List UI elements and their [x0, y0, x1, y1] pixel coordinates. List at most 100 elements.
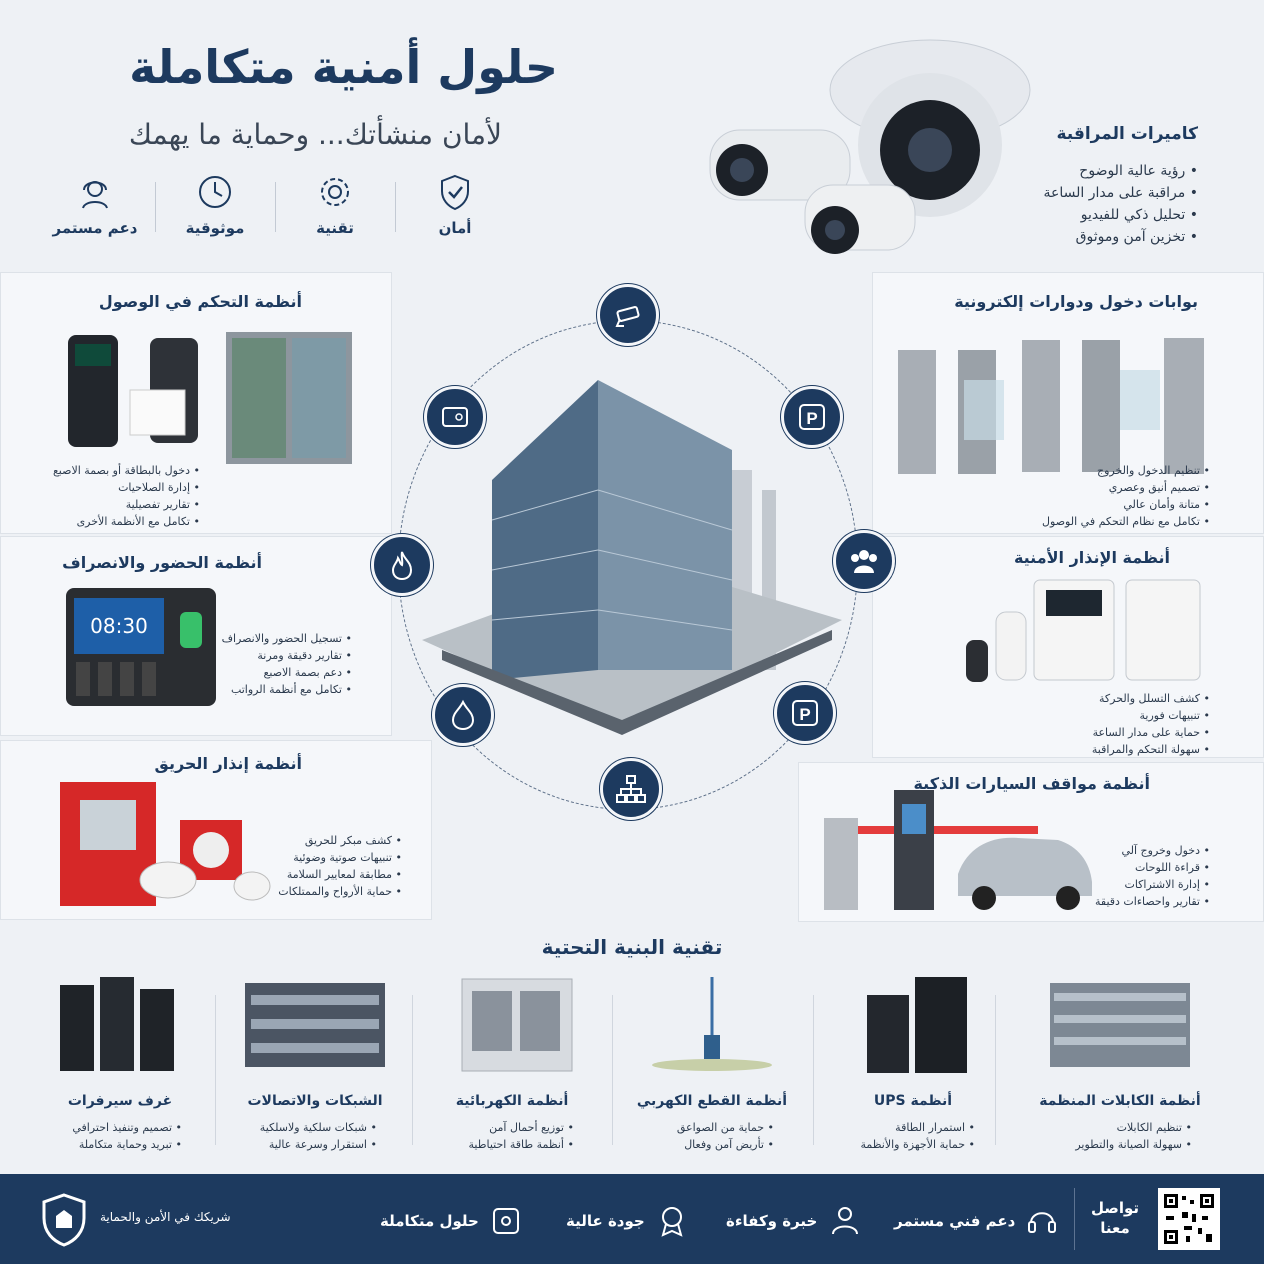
attendance-title: أنظمة الحضور والانصراف — [62, 553, 262, 572]
divider — [215, 995, 216, 1145]
list-item: توزيع أحمال آمن — [422, 1119, 574, 1136]
list-item: تقارير تفصيلية — [10, 496, 200, 513]
infra-card-label: أنظمة الكهربائية — [455, 1093, 569, 1109]
access-control-list: دخول بالبطاقة أو بصمة الاصبع إدارة الصلا… — [10, 462, 200, 530]
cameras-list: رؤية عالية الوضوح مراقبة على مدار الساعة… — [998, 160, 1198, 248]
infra-card-structured-cabling: أنظمة الكابلات المنظمة تنظيم الكابلات سه… — [1020, 975, 1220, 1155]
attendance-screen: 08:30 — [74, 598, 164, 654]
list-item: تصميم وتنفيذ احترافي — [30, 1119, 182, 1136]
footer-support: دعم فني مستمر — [894, 1204, 1059, 1238]
list-item: سهولة التحكم والمراقبة — [1040, 741, 1210, 758]
node-network[interactable] — [600, 758, 662, 820]
headset-icon — [1028, 1212, 1057, 1233]
infra-card-list: استمرار الطاقة حماية الأجهزة والأنظمة — [823, 1119, 1003, 1153]
cctv-icon — [615, 306, 640, 327]
contact-us[interactable]: تواصل معنا — [1090, 1199, 1140, 1237]
node-people[interactable] — [833, 530, 895, 592]
lightning-rod-illustration — [652, 977, 772, 1071]
list-item: دعم بصمة الاصبع — [212, 664, 352, 681]
infra-card-electrical: أنظمة الكهربائية توزيع أحمال آمن أنظمة ط… — [422, 975, 602, 1155]
list-item: تنظيم الدخول والخروج — [990, 462, 1210, 479]
list-item: تبريد وحماية متكاملة — [30, 1136, 182, 1153]
page-title: حلول أمنية متكاملة — [129, 40, 558, 94]
fingerprint-sensor — [180, 612, 202, 648]
building-illustration — [422, 380, 842, 735]
fire-alarm-title: أنظمة إنذار الحريق — [154, 754, 302, 773]
list-item: تسجيل الحضور والانصراف — [212, 630, 352, 647]
list-item: أنظمة طاقة احتياطية — [422, 1136, 574, 1153]
attendance-device: 08:30 — [66, 588, 216, 706]
qr-code[interactable] — [1158, 1188, 1220, 1250]
network-icon — [616, 775, 646, 803]
infra-card-list: توزيع أحمال آمن أنظمة طاقة احتياطية — [422, 1119, 602, 1153]
medal-icon — [661, 1207, 683, 1237]
footer-tagline: شريكك في الأمن والحماية — [100, 1210, 231, 1224]
list-item: مطابقة لمعايير السلامة — [252, 866, 402, 883]
people-group-icon — [851, 550, 877, 573]
list-item: مراقبة على مدار الساعة — [998, 182, 1198, 204]
list-item: شبكات سلكية ولاسلكية — [225, 1119, 377, 1136]
list-item: حماية على مدار الساعة — [1040, 724, 1210, 741]
page-subtitle: لأمان منشأتك... وحماية ما يهمك — [128, 118, 502, 151]
infra-card-label: غرف سيرفرات — [67, 1093, 173, 1109]
svg-text:P: P — [806, 409, 817, 428]
footer-experience: خبرة وكفاءة — [726, 1204, 863, 1238]
divider — [412, 995, 413, 1145]
list-item: دخول وخروج آلي — [1060, 842, 1210, 859]
infra-card-networks: الشبكات والاتصالات شبكات سلكية ولاسلكية … — [225, 975, 405, 1155]
clock-icon — [199, 176, 231, 208]
flame-icon — [391, 551, 413, 581]
infra-card-ups: أنظمة UPS استمرار الطاقة حماية الأجهزة و… — [823, 975, 1003, 1155]
cable-trays-illustration — [1050, 983, 1190, 1067]
node-fire[interactable] — [371, 534, 433, 596]
list-item: تخزين آمن وموثوق — [998, 226, 1198, 248]
infra-card-list: تصميم وتنفيذ احترافي تبريد وحماية متكامل… — [30, 1119, 210, 1153]
footer-integrated-solutions: حلول متكاملة — [380, 1204, 523, 1238]
access-control-illustration — [68, 332, 352, 464]
node-parking-bottom[interactable]: P — [774, 682, 836, 744]
list-item: حماية من الصواعق — [622, 1119, 774, 1136]
feature-technology: تقنية — [280, 172, 396, 252]
feature-support: دعم مستمر — [40, 172, 156, 252]
list-item: قراءة اللوحات — [1060, 859, 1210, 876]
feature-security: أمان — [400, 172, 510, 252]
shield-check-icon — [441, 174, 469, 211]
cameras-title: كاميرات المراقبة — [1056, 124, 1198, 144]
shield-logo-icon — [42, 1193, 86, 1247]
divider — [995, 995, 996, 1145]
footer-high-quality: جودة عالية — [566, 1204, 689, 1238]
list-item: إدارة الاشتراكات — [1060, 876, 1210, 893]
node-parking-top[interactable]: P — [781, 386, 843, 448]
list-item: استمرار الطاقة — [823, 1119, 975, 1136]
access-control-title: أنظمة التحكم في الوصول — [98, 292, 302, 311]
infra-card-list: تنظيم الكابلات سهولة الصيانة والتطوير — [1020, 1119, 1220, 1153]
node-access-card[interactable] — [424, 386, 486, 448]
list-item: متانة وأمان عالي — [990, 496, 1210, 513]
footer-logo — [40, 1192, 88, 1252]
node-fire-extinguish[interactable] — [432, 684, 494, 746]
list-item: تحليل ذكي للفيديو — [998, 204, 1198, 226]
parking-sign-icon: P — [792, 700, 818, 726]
turnstiles-illustration — [898, 338, 1204, 474]
list-item: تنبيهات فورية — [1040, 707, 1210, 724]
parking-list: دخول وخروج آلي قراءة اللوحات إدارة الاشت… — [1060, 842, 1210, 910]
infra-card-lightning: أنظمة القطع الكهربي حماية من الصواعق تأر… — [622, 975, 802, 1155]
security-alarm-title: أنظمة الإنذار الأمنية — [1013, 548, 1170, 567]
list-item: دخول بالبطاقة أو بصمة الاصبع — [10, 462, 200, 479]
infra-card-list: حماية من الصواعق تأريض آمن وفعال — [622, 1119, 802, 1153]
node-cctv[interactable] — [597, 284, 659, 346]
infra-card-list: شبكات سلكية ولاسلكية استقرار وسرعة عالية — [225, 1119, 405, 1153]
list-item: تنبيهات صوتية وضوئية — [252, 849, 402, 866]
list-item: كشف التسلل والحركة — [1040, 690, 1210, 707]
list-item: حماية الأرواح والممتلكات — [252, 883, 402, 900]
ups-units-illustration — [867, 977, 967, 1073]
list-item: كشف مبكر للحريق — [252, 832, 402, 849]
turnstiles-title: بوابات دخول ودوارات إلكترونية — [954, 292, 1198, 311]
list-item: رؤية عالية الوضوح — [998, 160, 1198, 182]
team-icon — [832, 1207, 859, 1235]
headset-icon — [82, 181, 108, 209]
gear-icon — [321, 178, 349, 206]
server-racks-illustration — [60, 977, 174, 1071]
list-item: تكامل مع الأنظمة الأخرى — [10, 513, 200, 530]
security-alarm-illustration — [966, 579, 1201, 682]
